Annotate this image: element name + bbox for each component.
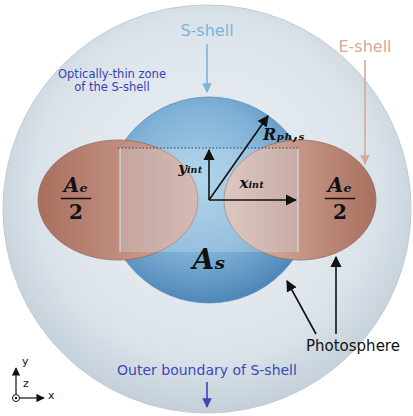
photosphere-label: Photosphere <box>306 338 400 355</box>
zone-label: Optically-thin zone of the S-shell <box>51 68 173 94</box>
integration-rectangle <box>120 148 298 252</box>
fraction-bar <box>325 198 355 200</box>
y-int-arrow <box>208 150 210 200</box>
sphere-shape <box>106 97 312 303</box>
outer-shell <box>3 5 411 413</box>
e-shell-lobe: Aₑ 2 <box>33 140 123 260</box>
photosphere-arrow <box>335 257 337 334</box>
shell-label: S-shell <box>180 22 233 40</box>
boundary-label: Outer boundary of S-shell <box>117 362 297 378</box>
y-int-label: yᵢₙₜ <box>178 160 203 177</box>
shape-outline <box>295 140 380 260</box>
photosphere-arrow <box>287 281 316 334</box>
axis-x <box>16 397 44 398</box>
e-shell-lobe: Aₑ 2 <box>295 140 380 260</box>
axis-z-dot <box>15 397 17 399</box>
area-symbol: Aₛ <box>193 245 226 276</box>
axis-label: y <box>22 356 29 369</box>
fraction-bar <box>61 198 91 200</box>
x-int-arrow <box>209 199 296 201</box>
rect-edge <box>298 148 299 252</box>
axis-label: x <box>48 390 55 403</box>
area-symbol: Aₑ <box>328 174 352 196</box>
axis-y <box>15 368 16 398</box>
area-symbol: Aₑ <box>64 174 88 196</box>
s-shell-arrow <box>206 44 208 92</box>
shell-label: E-shell <box>338 38 391 56</box>
axis-label: z <box>23 378 29 391</box>
dotted-line <box>118 148 300 149</box>
outer-boundary-arrow <box>206 382 208 407</box>
axis-z-circle <box>13 395 20 402</box>
radius-arrow <box>209 116 268 200</box>
e-shell-arrow <box>364 60 366 164</box>
fraction-denominator: 2 <box>69 201 83 223</box>
radius-label: Rₚₕ,ₛ <box>263 126 305 144</box>
rect-edge <box>120 148 121 252</box>
x-int-label: xᵢₙₜ <box>240 175 265 192</box>
shape-outline <box>33 140 123 260</box>
fraction-denominator: 2 <box>333 201 347 223</box>
